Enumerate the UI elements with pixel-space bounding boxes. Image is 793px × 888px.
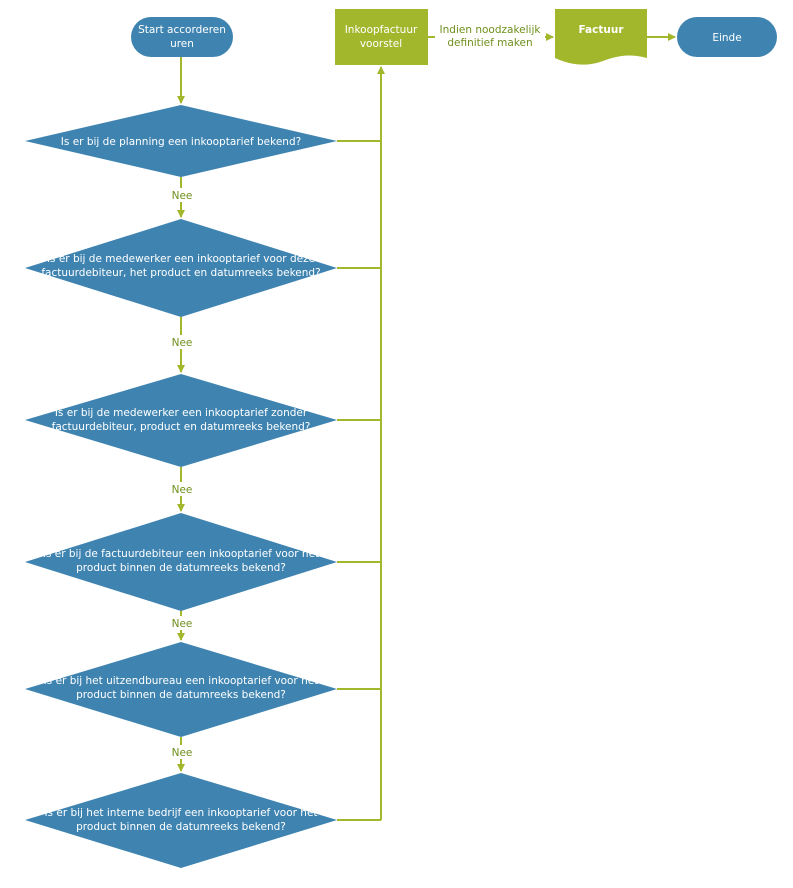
no-label-background	[168, 616, 196, 630]
no-label-background	[168, 188, 196, 202]
no-label-2: Nee	[172, 337, 193, 349]
decision-5-diamond	[25, 642, 337, 737]
finalize-label-background	[435, 20, 545, 50]
start-node-label-line-1: Start accorderen	[138, 24, 226, 36]
invoice-proposal-label-line-1: Inkoopfactuur	[345, 24, 418, 36]
decision-2-label-line-1: Is er bij de medewerker een inkooptarief…	[47, 253, 315, 265]
end-node	[677, 17, 777, 57]
end-node-label: Einde	[712, 32, 741, 44]
decision-3-label-line-1: Is er bij de medewerker een inkooptarief…	[55, 407, 308, 419]
decision-1-label: Is er bij de planning een inkooptarief b…	[61, 136, 301, 148]
decision-5-label-line-1: Is er bij het uitzendbureau een inkoopta…	[44, 675, 319, 687]
finalize-label-line-2: definitief maken	[447, 37, 532, 49]
decision-4-label-line-2: product binnen de datumreeks bekend?	[76, 562, 286, 574]
decision-6-label-line-1: Is er bij het interne bedrijf een inkoop…	[44, 807, 317, 819]
no-label-5: Nee	[172, 747, 193, 759]
invoice-proposal-label-line-2: voorstel	[360, 38, 402, 50]
no-label-4: Nee	[172, 618, 193, 630]
decision-4-label-line-1: Is er bij de factuurdebiteur een inkoopt…	[43, 548, 319, 560]
decision-4-diamond	[25, 513, 337, 611]
decision-2-diamond	[25, 219, 337, 317]
decision-6-label-line-2: product binnen de datumreeks bekend?	[76, 821, 286, 833]
start-node	[131, 17, 233, 57]
decision-3-diamond	[25, 374, 337, 467]
decision-6-diamond	[25, 773, 337, 868]
no-label-background	[168, 745, 196, 759]
decision-3-label-line-2: factuurdebiteur, product en datumreeks b…	[52, 421, 311, 433]
finalize-label-line-1: Indien noodzakelijk	[440, 24, 542, 36]
no-label-3: Nee	[172, 484, 193, 496]
decision-1-diamond	[25, 105, 337, 177]
no-label-background	[168, 482, 196, 496]
no-label-background	[168, 335, 196, 349]
start-node-label-line-2: uren	[170, 38, 194, 50]
decision-5-label-line-2: product binnen de datumreeks bekend?	[76, 689, 286, 701]
no-label-1: Nee	[172, 190, 193, 202]
decision-2-label-line-2: factuurdebiteur, het product en datumree…	[41, 267, 320, 279]
invoice-label: Factuur	[578, 24, 624, 36]
invoice-proposal-box	[335, 9, 428, 65]
invoice-document-shape	[555, 9, 647, 65]
